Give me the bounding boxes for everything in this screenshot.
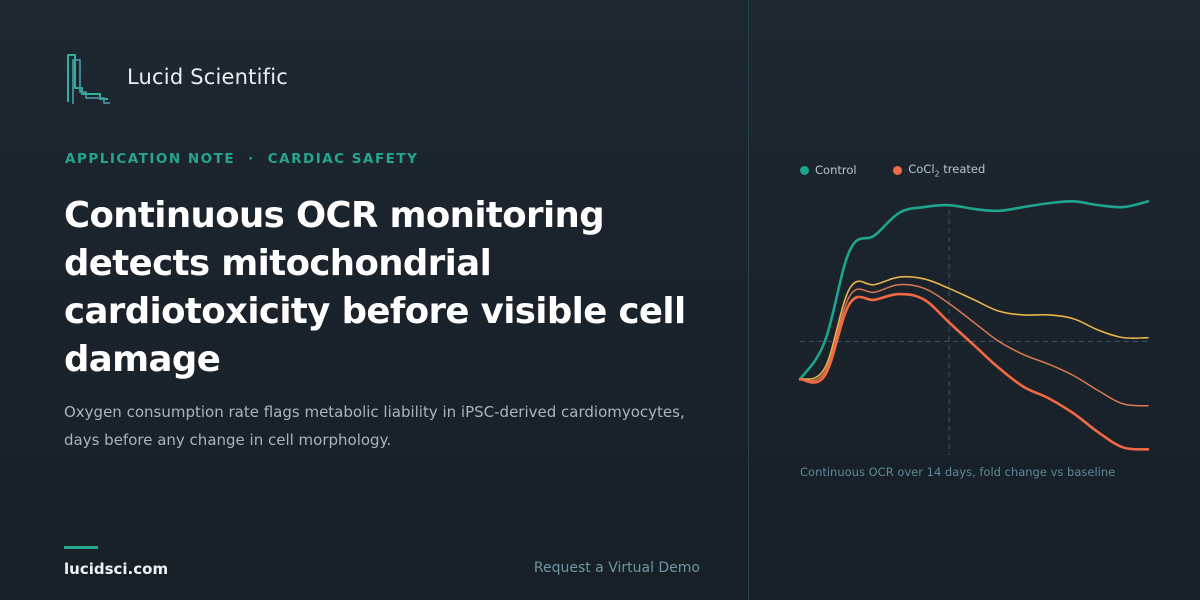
website-link[interactable]: lucidsci.com — [64, 560, 169, 578]
legend-dot-control — [800, 165, 809, 175]
request-demo-link[interactable]: Request a Virtual Demo — [533, 560, 700, 576]
eyebrow-category: APPLICATION NOTE — [65, 151, 236, 167]
legend-item-treated: CoCl2 treated — [893, 162, 985, 178]
series-line-3 — [798, 292, 1150, 451]
chart-legend: Control CoCl2 treated — [800, 162, 1018, 178]
page-title: Continuous OCR monitoring detects mitoch… — [64, 195, 686, 380]
series-line-1 — [799, 275, 1149, 381]
accent-bar — [64, 546, 98, 549]
subtitle: Oxygen consumption rate flags metabolic … — [64, 403, 685, 449]
ocr-line-chart — [798, 199, 1150, 455]
vertical-divider — [748, 0, 749, 600]
eyebrow-separator: · — [248, 151, 255, 167]
chart-caption: Continuous OCR over 14 days, fold change… — [800, 465, 1116, 479]
series-line-2 — [799, 283, 1149, 407]
lucid-logo-icon — [67, 54, 110, 104]
legend-dot-treated — [893, 165, 903, 175]
eyebrow-label: APPLICATION NOTE · CARDIAC SAFETY — [65, 151, 418, 167]
brand-name: Lucid Scientific — [127, 65, 289, 89]
eyebrow-topic: CARDIAC SAFETY — [267, 151, 419, 167]
legend-label-control: Control — [815, 163, 857, 178]
legend-item-control: Control — [800, 163, 857, 177]
series-line-0 — [798, 199, 1150, 381]
legend-label-treated: CoCl2 treated — [908, 162, 986, 179]
